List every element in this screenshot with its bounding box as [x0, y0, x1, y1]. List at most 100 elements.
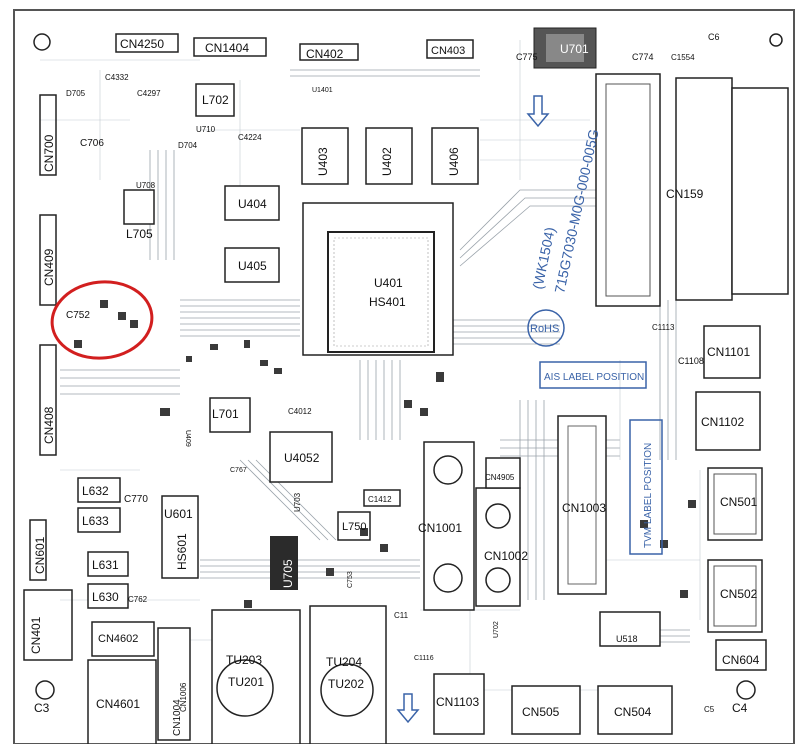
label-c4012: C4012: [288, 407, 312, 416]
label-c753: C753: [347, 571, 354, 588]
label-l701: L701: [212, 407, 239, 421]
label-c4297: C4297: [137, 89, 161, 98]
label-c4224: C4224: [238, 133, 262, 142]
mounting-holes: [33, 33, 783, 700]
label-tu204: TU204: [326, 655, 362, 669]
label-position-boxes: [527, 309, 663, 555]
smd-pads: [74, 300, 696, 608]
label-cn4601: CN4601: [96, 697, 140, 711]
label-c767: C767: [230, 467, 247, 474]
label-cn1102: CN1102: [701, 415, 744, 429]
trace-bundles: [60, 69, 690, 643]
label-c775: C775: [516, 52, 538, 62]
label-c1116: C1116: [414, 655, 434, 662]
label-u705: U705: [281, 559, 295, 588]
label-d705: D705: [66, 89, 86, 98]
label-cn408: CN408: [42, 406, 56, 444]
label-u401: U401: [374, 276, 403, 290]
label-cn501: CN501: [720, 495, 758, 509]
label-cn604: CN604: [722, 653, 760, 667]
label-u403: U403: [316, 147, 330, 176]
label-u1401: U1401: [312, 87, 333, 94]
label-u402: U402: [380, 147, 394, 176]
component-labels: CN4250 CN1404 CN402 CN403 U701 C775 C774…: [34, 32, 760, 719]
label-c5: C5: [704, 705, 715, 714]
label-c706: C706: [80, 138, 104, 149]
label-cn4602: CN4602: [98, 633, 138, 645]
label-c752: C752: [66, 310, 90, 321]
label-l632: L632: [82, 484, 109, 498]
ais-label-position: AIS LABEL POSITION: [544, 372, 644, 383]
label-u601: U601: [164, 507, 193, 521]
label-cn409: CN409: [42, 248, 56, 286]
label-c1412: C1412: [368, 495, 392, 504]
label-cn1101: CN1101: [707, 345, 750, 359]
label-hs601: HS601: [175, 533, 189, 570]
label-u405: U405: [238, 259, 267, 273]
tvm-label-position: TVM LABEL POSITION: [643, 443, 654, 548]
label-u518: U518: [616, 634, 638, 644]
label-cn1003: CN1003: [562, 501, 606, 515]
label-cn1006: CN1006: [179, 682, 188, 712]
label-cn4250: CN4250: [120, 37, 164, 51]
label-c1108: C1108: [678, 356, 704, 366]
label-u404: U404: [238, 197, 267, 211]
label-cn504: CN504: [614, 705, 652, 719]
label-u409: U409: [184, 430, 191, 447]
bottom-connectors: [87, 605, 673, 744]
label-tu201: TU201: [228, 675, 264, 689]
label-cn402: CN402: [306, 47, 344, 61]
label-cn1002: CN1002: [484, 549, 528, 563]
label-c3: C3: [34, 701, 50, 715]
label-c762: C762: [128, 595, 148, 604]
label-cn159: CN159: [666, 187, 704, 201]
label-c11: C11: [394, 611, 409, 620]
label-tu202: TU202: [328, 677, 364, 691]
av-connectors: [423, 415, 607, 611]
label-cn4905: CN4905: [485, 473, 515, 482]
label-l702: L702: [202, 93, 229, 107]
left-connectors: [23, 94, 73, 661]
label-c770: C770: [124, 494, 148, 505]
label-u710: U710: [196, 125, 216, 134]
label-c6: C6: [708, 32, 720, 42]
header-connectors: [115, 27, 597, 69]
label-l705: L705: [126, 227, 153, 241]
label-c4332: C4332: [105, 73, 129, 82]
label-l631: L631: [92, 558, 119, 572]
label-cn1004: CN1004: [172, 699, 183, 736]
label-l750: L750: [342, 521, 366, 533]
label-cn1103: CN1103: [436, 695, 479, 709]
highlight-circle: [50, 280, 154, 360]
cn159-connector: [595, 73, 789, 307]
label-cn505: CN505: [522, 705, 560, 719]
label-u701: U701: [560, 42, 589, 56]
label-cn502: CN502: [720, 587, 758, 601]
label-tu203: TU203: [226, 653, 262, 667]
label-c774: C774: [632, 52, 654, 62]
label-u708: U708: [136, 181, 156, 190]
label-c1113: C1113: [652, 323, 675, 332]
label-cn1001: CN1001: [418, 521, 462, 535]
label-cn1404: CN1404: [205, 41, 249, 55]
label-c4: C4: [732, 701, 748, 715]
label-u703: U703: [293, 492, 302, 512]
label-cn601: CN601: [33, 536, 47, 574]
right-jacks: [695, 325, 767, 671]
memory-chips: [224, 127, 479, 283]
lower-left-parts: [77, 83, 401, 609]
label-cn403: CN403: [431, 45, 465, 57]
label-cn401: CN401: [29, 616, 43, 654]
label-d704: D704: [178, 141, 198, 150]
label-u702: U702: [493, 621, 500, 638]
rotated-labels: U403 U402 U406 CN700 CN409 CN408 CN601 C…: [29, 134, 500, 736]
label-l630: L630: [92, 590, 119, 604]
label-cn700: CN700: [42, 134, 56, 172]
label-u4052: U4052: [284, 451, 320, 465]
label-hs401: HS401: [369, 295, 406, 309]
direction-arrows: [396, 95, 550, 724]
label-l633: L633: [82, 514, 109, 528]
soc-u401: [302, 202, 454, 356]
